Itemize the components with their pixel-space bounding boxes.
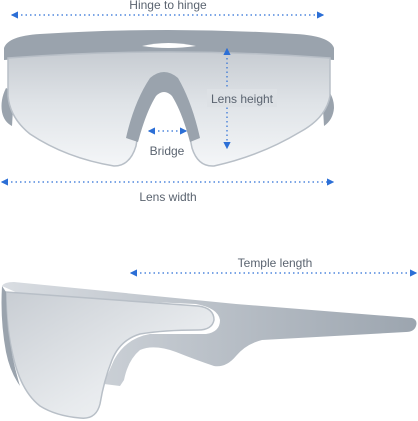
lens-width-label: Lens width: [139, 190, 196, 204]
frame-highlight: [142, 43, 196, 48]
temple-length-label: Temple length: [238, 256, 313, 270]
nose-bridge: [126, 72, 200, 142]
side-view: [1, 282, 417, 419]
bridge-label: Bridge: [150, 144, 185, 158]
front-view: [1, 30, 334, 167]
lens-height-label-bg: [207, 89, 277, 107]
side-frame-edge: [1, 286, 20, 386]
side-lens: [5, 291, 215, 419]
hinge-to-hinge-label: Hinge to hinge: [129, 0, 207, 12]
lens-height-label: Lens height: [211, 92, 274, 106]
